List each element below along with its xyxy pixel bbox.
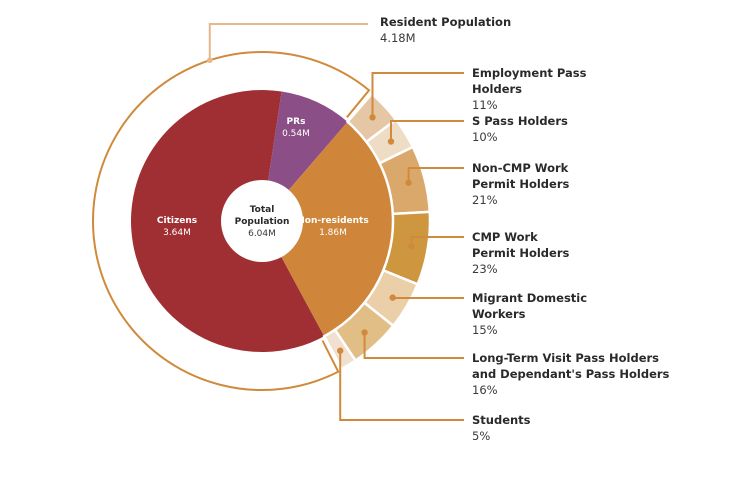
connector-line (389, 120, 464, 142)
legend-value: 5% (472, 429, 490, 443)
connector-line (339, 350, 464, 421)
legend-value: 23% (472, 262, 498, 276)
legend-label: Long-Term Visit Pass Holders (472, 351, 659, 365)
resident-connector-dot (206, 57, 213, 64)
legend-label: Permit Holders (472, 177, 569, 191)
connector-dot (408, 242, 415, 250)
slice-label: PRs (287, 117, 306, 127)
center-total-value: 6.04M (248, 229, 276, 239)
slice-label: Citizens (157, 216, 197, 226)
center-title-line-1: Total (250, 205, 275, 215)
resident-population-value: 4.18M (380, 31, 416, 45)
connector-dot (387, 138, 395, 145)
legend-label: Employment Pass (472, 66, 587, 80)
legend-value: 11% (472, 98, 498, 112)
connector-dot (369, 114, 376, 121)
connector-dot (361, 329, 368, 336)
legend-label: Students (472, 413, 531, 427)
connector-line (371, 72, 464, 118)
legend-label: Non-CMP Work (472, 161, 569, 175)
slice-non-residents (262, 121, 393, 337)
legend-label: Migrant Domestic (472, 291, 587, 305)
center-title-line-2: Population (235, 217, 290, 227)
resident-population-bracket (92, 51, 371, 391)
legend-label: CMP Work (472, 230, 538, 244)
connector-dot (337, 347, 344, 354)
legend-label: Permit Holders (472, 246, 569, 260)
connector-line (363, 332, 464, 359)
legend-value: 10% (472, 130, 498, 144)
legend-value: 16% (472, 383, 498, 397)
legend-label: Holders (472, 82, 522, 96)
legend-label: and Dependant's Pass Holders (472, 367, 670, 381)
slice-value: 3.64M (163, 228, 191, 238)
legend-label: Workers (472, 307, 526, 321)
connector-dot (405, 179, 412, 186)
connector-dot (389, 294, 396, 301)
slice-value: 0.54M (282, 129, 310, 139)
slice-label: Non-residents (297, 216, 368, 226)
resident-population-label: Resident Population (380, 15, 511, 29)
legend-label: S Pass Holders (472, 114, 568, 128)
center-hole (221, 180, 303, 262)
legend-value: 21% (472, 193, 498, 207)
connector-line (407, 167, 464, 183)
legend-value: 15% (472, 323, 498, 337)
slice-value: 1.86M (319, 228, 347, 238)
resident-connector-line (208, 23, 368, 61)
